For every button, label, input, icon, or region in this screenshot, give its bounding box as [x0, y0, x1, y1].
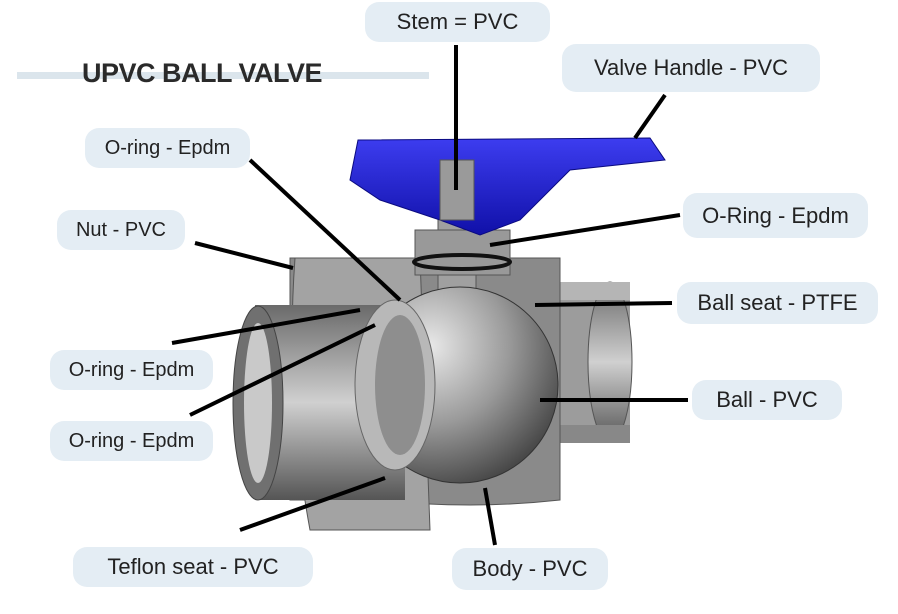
label-o-ring-left-1: O-ring - Epdm [50, 350, 213, 390]
label-o-ring-left-2: O-ring - Epdm [50, 421, 213, 461]
label-body: Body - PVC [452, 548, 608, 590]
label-o-ring-top-left: O-ring - Epdm [85, 128, 250, 168]
leader-lines [171, 45, 688, 546]
valve-handle [349, 137, 666, 236]
label-teflon-seat: Teflon seat - PVC [73, 547, 313, 587]
label-ball: Ball - PVC [692, 380, 842, 420]
label-o-ring-right: O-Ring - Epdm [683, 193, 868, 238]
stem-o-ring [412, 253, 512, 271]
label-nut: Nut - PVC [57, 210, 185, 250]
diagram-title: UPVC BALL VALVE [82, 58, 323, 88]
label-stem: Stem = PVC [365, 2, 550, 42]
label-valve-handle: Valve Handle - PVC [562, 44, 820, 92]
label-ball-seat: Ball seat - PTFE [677, 282, 878, 324]
title-underline [17, 72, 429, 79]
